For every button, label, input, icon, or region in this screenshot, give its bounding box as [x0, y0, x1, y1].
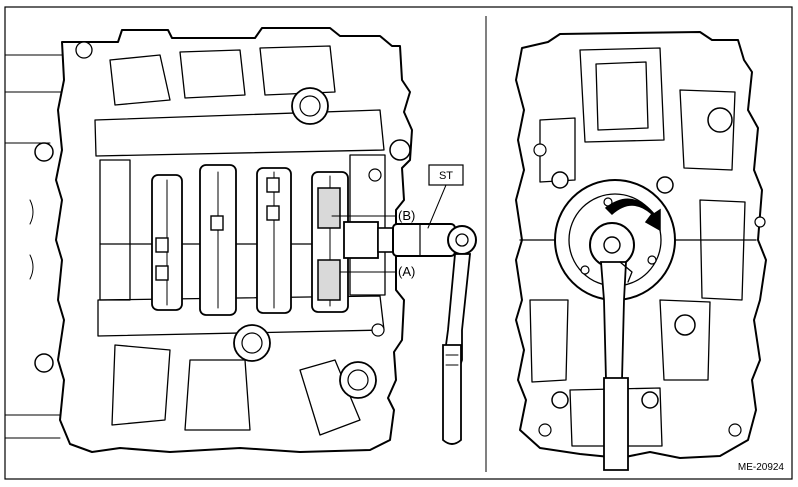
callout-b-label: (B) [398, 208, 415, 223]
cylinder-block-outline [55, 27, 413, 453]
callout-b: (B) [331, 208, 415, 223]
ratchet-wrench-rear [589, 222, 635, 471]
left-edge-leaders [4, 54, 63, 439]
block-bosses [34, 41, 411, 399]
right-panel [515, 31, 767, 471]
figure-code: ME-20924 [738, 462, 785, 473]
rear-bosses [533, 107, 766, 437]
callout-a: (A) [339, 264, 415, 279]
left-panel: ST (B) (A) [4, 27, 477, 453]
block-rear-outline [515, 31, 767, 459]
crank-rear-assembly [317, 187, 379, 301]
rotation-direction-arrow [604, 198, 661, 232]
rod-bolts [155, 177, 280, 281]
callout-a-label: (A) [398, 264, 415, 279]
callout-st: ST [427, 164, 464, 229]
ratchet-wrench [377, 223, 477, 445]
callout-st-label: ST [439, 170, 453, 182]
